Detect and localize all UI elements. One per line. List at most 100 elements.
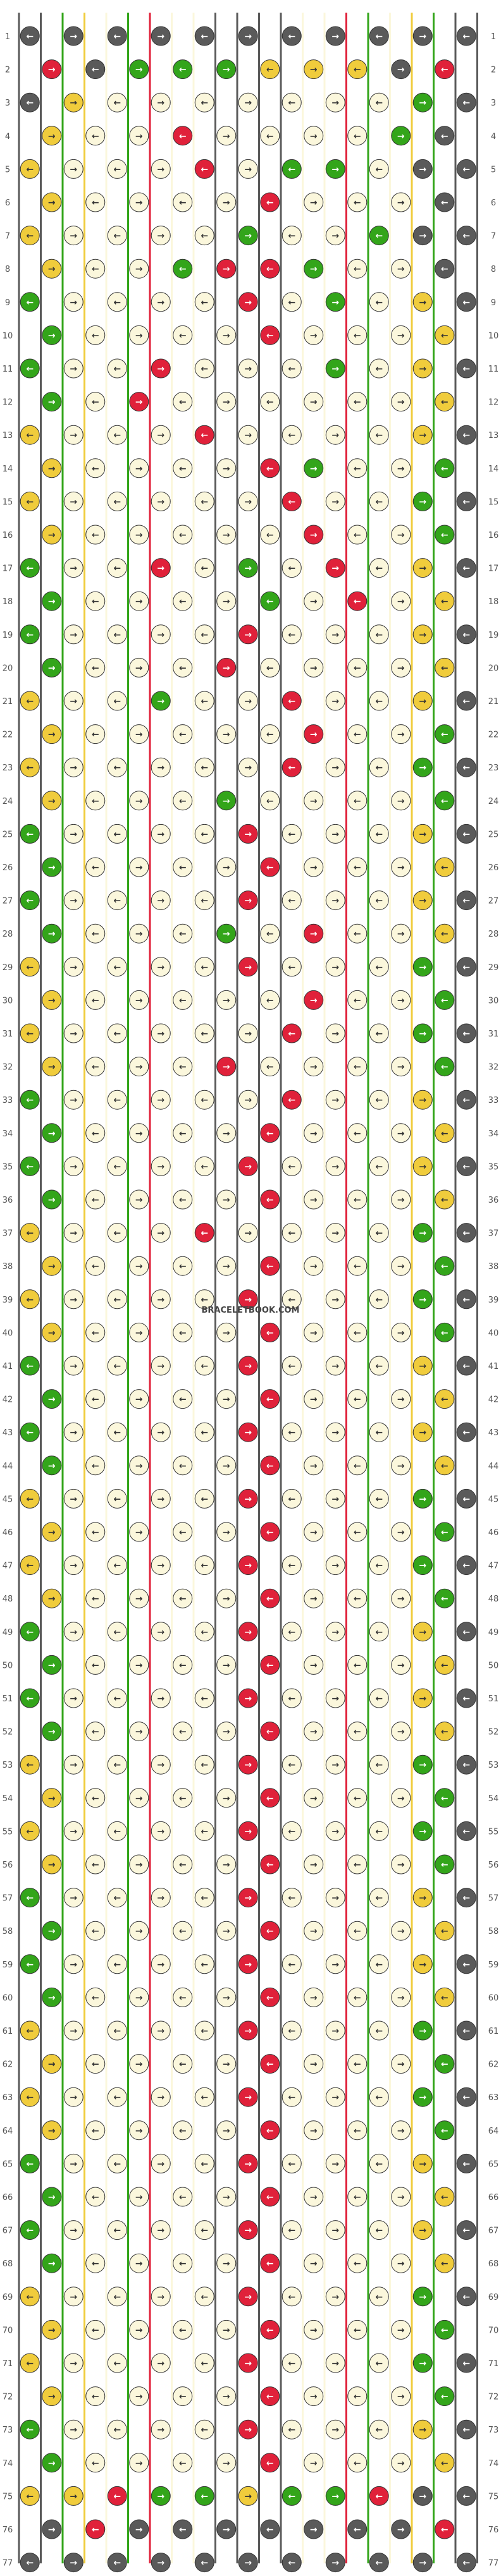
row-number-right: 39 <box>488 1296 499 1305</box>
knot: → <box>238 2220 258 2240</box>
row-number-right: 24 <box>488 797 499 806</box>
knot-arrow-icon: ← <box>266 796 274 806</box>
knot-arrow-icon: → <box>48 730 56 740</box>
knot-arrow-icon: → <box>157 564 164 574</box>
row-number-left: 38 <box>3 1262 13 1272</box>
row-number-left: 52 <box>3 1728 13 1737</box>
knot: → <box>216 1655 237 1675</box>
knot-arrow-icon: ← <box>179 1993 187 2003</box>
row-number-right: 6 <box>491 198 496 208</box>
knot: ← <box>20 1156 40 1176</box>
knot-arrow-icon: ← <box>201 1162 208 1172</box>
knot: → <box>42 392 62 412</box>
knot: → <box>325 1821 345 1841</box>
knot-arrow-icon: → <box>331 1361 339 1371</box>
knot-arrow-icon: → <box>244 2359 252 2369</box>
knot: → <box>325 2553 345 2573</box>
knot: → <box>216 1389 237 1409</box>
knot-arrow-icon: → <box>48 1395 56 1405</box>
knot-arrow-icon: ← <box>441 2325 448 2335</box>
knot-arrow-icon: ← <box>375 2159 383 2169</box>
knot-arrow-icon: ← <box>113 1561 121 1571</box>
knot-arrow-icon: ← <box>441 131 448 142</box>
knot-arrow-icon: → <box>419 696 426 707</box>
knot-arrow-icon: ← <box>92 1129 99 1139</box>
knot-arrow-icon: → <box>331 2093 339 2103</box>
knot-arrow-icon: → <box>223 198 230 208</box>
knot-arrow-icon: ← <box>92 1794 99 1804</box>
knot-arrow-icon: → <box>135 398 143 408</box>
knot: ← <box>107 890 127 911</box>
knot: → <box>216 525 237 545</box>
knot-arrow-icon: → <box>223 2392 230 2402</box>
knot-arrow-icon: ← <box>375 1694 383 1704</box>
knot: → <box>129 192 149 212</box>
row-number-left: 11 <box>3 365 13 374</box>
knot: → <box>412 2287 433 2307</box>
knot: → <box>325 159 345 179</box>
knot-arrow-icon: ← <box>354 663 361 673</box>
knot-arrow-icon: → <box>157 896 164 906</box>
knot-arrow-icon: → <box>419 1229 426 1239</box>
knot-arrow-icon: → <box>223 331 230 341</box>
knot: ← <box>194 2419 214 2439</box>
knot-arrow-icon: → <box>70 963 77 973</box>
knot: → <box>151 624 171 645</box>
knot: → <box>42 857 62 877</box>
knot-arrow-icon: → <box>244 630 252 640</box>
row-number-left: 43 <box>3 1428 13 1438</box>
knot-arrow-icon: → <box>397 198 405 208</box>
knot-arrow-icon: ← <box>441 597 448 607</box>
knot: ← <box>260 126 280 146</box>
row-number-right: 29 <box>488 963 499 973</box>
knot: ← <box>85 2187 106 2207</box>
knot-arrow-icon: → <box>157 164 164 174</box>
knot-arrow-icon: → <box>223 2060 230 2070</box>
knot-arrow-icon: ← <box>375 2359 383 2369</box>
knot-arrow-icon: ← <box>92 2458 99 2469</box>
knot: ← <box>173 1522 193 1542</box>
knot: → <box>391 192 411 212</box>
knot: → <box>412 2353 433 2373</box>
knot-arrow-icon: → <box>135 995 143 1005</box>
knot: ← <box>85 2120 106 2141</box>
knot: ← <box>194 159 214 179</box>
knot-arrow-icon: → <box>419 164 426 174</box>
knot: ← <box>456 1954 476 1974</box>
knot: → <box>129 591 149 611</box>
knot: ← <box>281 757 302 777</box>
knot: ← <box>194 1488 214 1509</box>
knot-arrow-icon: → <box>48 2525 56 2535</box>
knot: ← <box>173 325 193 345</box>
knot: ← <box>20 823 40 844</box>
knot-arrow-icon: → <box>135 2192 143 2202</box>
knot-arrow-icon: ← <box>179 2060 187 2070</box>
knot-arrow-icon: ← <box>441 1528 448 1538</box>
row-number-right: 41 <box>488 1362 499 1371</box>
knot: ← <box>194 2087 214 2107</box>
knot-arrow-icon: → <box>48 464 56 474</box>
knot-arrow-icon: ← <box>179 863 187 873</box>
knot-arrow-icon: ← <box>266 2192 274 2202</box>
row-number-right: 8 <box>491 265 496 274</box>
knot: ← <box>85 2319 106 2340</box>
knot: ← <box>85 1322 106 1342</box>
row-number-right: 5 <box>491 165 496 174</box>
knot-arrow-icon: ← <box>375 2292 383 2302</box>
knot-arrow-icon: ← <box>266 1195 274 1205</box>
knot: → <box>63 691 84 711</box>
knot: ← <box>173 724 193 744</box>
knot-arrow-icon: ← <box>462 98 470 108</box>
knot-arrow-icon: → <box>48 1794 56 1804</box>
knot: → <box>151 2087 171 2107</box>
knot: → <box>304 724 324 744</box>
knot-arrow-icon: → <box>397 530 405 540</box>
knot: ← <box>456 1555 476 1576</box>
knot-arrow-icon: → <box>70 1029 77 1039</box>
knot-arrow-icon: → <box>135 1993 143 2003</box>
knot: → <box>42 1588 62 1608</box>
knot-arrow-icon: ← <box>201 164 208 174</box>
knot: ← <box>456 292 476 312</box>
knot-arrow-icon: ← <box>113 2558 121 2568</box>
knot-arrow-icon: → <box>135 2325 143 2335</box>
